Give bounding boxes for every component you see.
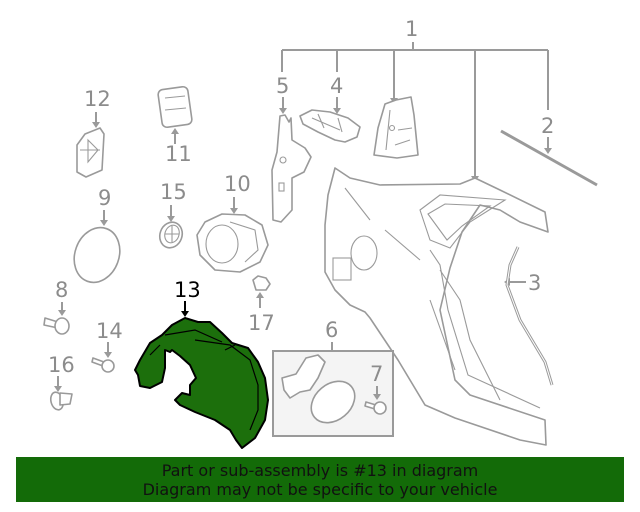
banner-line-1: Part or sub-assembly is #13 in diagram bbox=[161, 461, 479, 480]
callout-2[interactable]: 2 bbox=[541, 114, 554, 138]
callout-17[interactable]: 17 bbox=[248, 311, 275, 335]
part-8-bolt[interactable]: 8 bbox=[43, 278, 70, 335]
callout-11[interactable]: 11 bbox=[165, 142, 192, 166]
part-12-cover[interactable]: 12 bbox=[76, 87, 111, 178]
info-banner: Part or sub-assembly is #13 in diagram D… bbox=[16, 457, 624, 502]
part-15-grommet[interactable]: 15 bbox=[156, 180, 187, 251]
callout-1[interactable]: 1 bbox=[405, 17, 418, 41]
part-3-seal[interactable]: 3 bbox=[504, 246, 554, 386]
callout-15[interactable]: 15 bbox=[160, 180, 187, 204]
callout-7[interactable]: 7 bbox=[370, 362, 383, 386]
callout-1-bracket: 1 bbox=[281, 17, 549, 182]
callout-16[interactable]: 16 bbox=[48, 353, 75, 377]
callout-14[interactable]: 14 bbox=[96, 319, 123, 343]
banner-line-2: Diagram may not be specific to your vehi… bbox=[142, 480, 498, 499]
part-11-pad[interactable]: 11 bbox=[157, 85, 193, 166]
callout-3[interactable]: 3 bbox=[528, 271, 541, 295]
part-5-bracket[interactable]: 5 bbox=[271, 74, 312, 223]
callout-12[interactable]: 12 bbox=[84, 87, 111, 111]
part-14-screw[interactable]: 14 bbox=[91, 319, 123, 373]
callout-9[interactable]: 9 bbox=[98, 186, 111, 210]
part-9-ring[interactable]: 9 bbox=[67, 186, 127, 289]
part-4-panel[interactable]: 4 bbox=[299, 74, 361, 143]
part-1-inner-panel[interactable] bbox=[373, 96, 419, 159]
part-17-clip[interactable]: 17 bbox=[248, 275, 275, 335]
callout-8[interactable]: 8 bbox=[55, 278, 68, 302]
part-13-wheel-liner[interactable]: 13 bbox=[134, 278, 269, 449]
part-2-moulding[interactable]: 2 bbox=[500, 114, 598, 187]
part-16-screw[interactable]: 16 bbox=[48, 353, 75, 411]
part-10-fuel-housing[interactable]: 10 bbox=[196, 172, 269, 273]
callout-4[interactable]: 4 bbox=[330, 74, 343, 98]
callout-10[interactable]: 10 bbox=[224, 172, 251, 196]
callout-5[interactable]: 5 bbox=[276, 74, 289, 98]
part-6-fuel-door-assembly[interactable]: 6 7 bbox=[272, 318, 394, 437]
quarter-panel[interactable] bbox=[324, 167, 549, 446]
callout-6[interactable]: 6 bbox=[325, 318, 338, 342]
callout-13[interactable]: 13 bbox=[174, 278, 201, 302]
